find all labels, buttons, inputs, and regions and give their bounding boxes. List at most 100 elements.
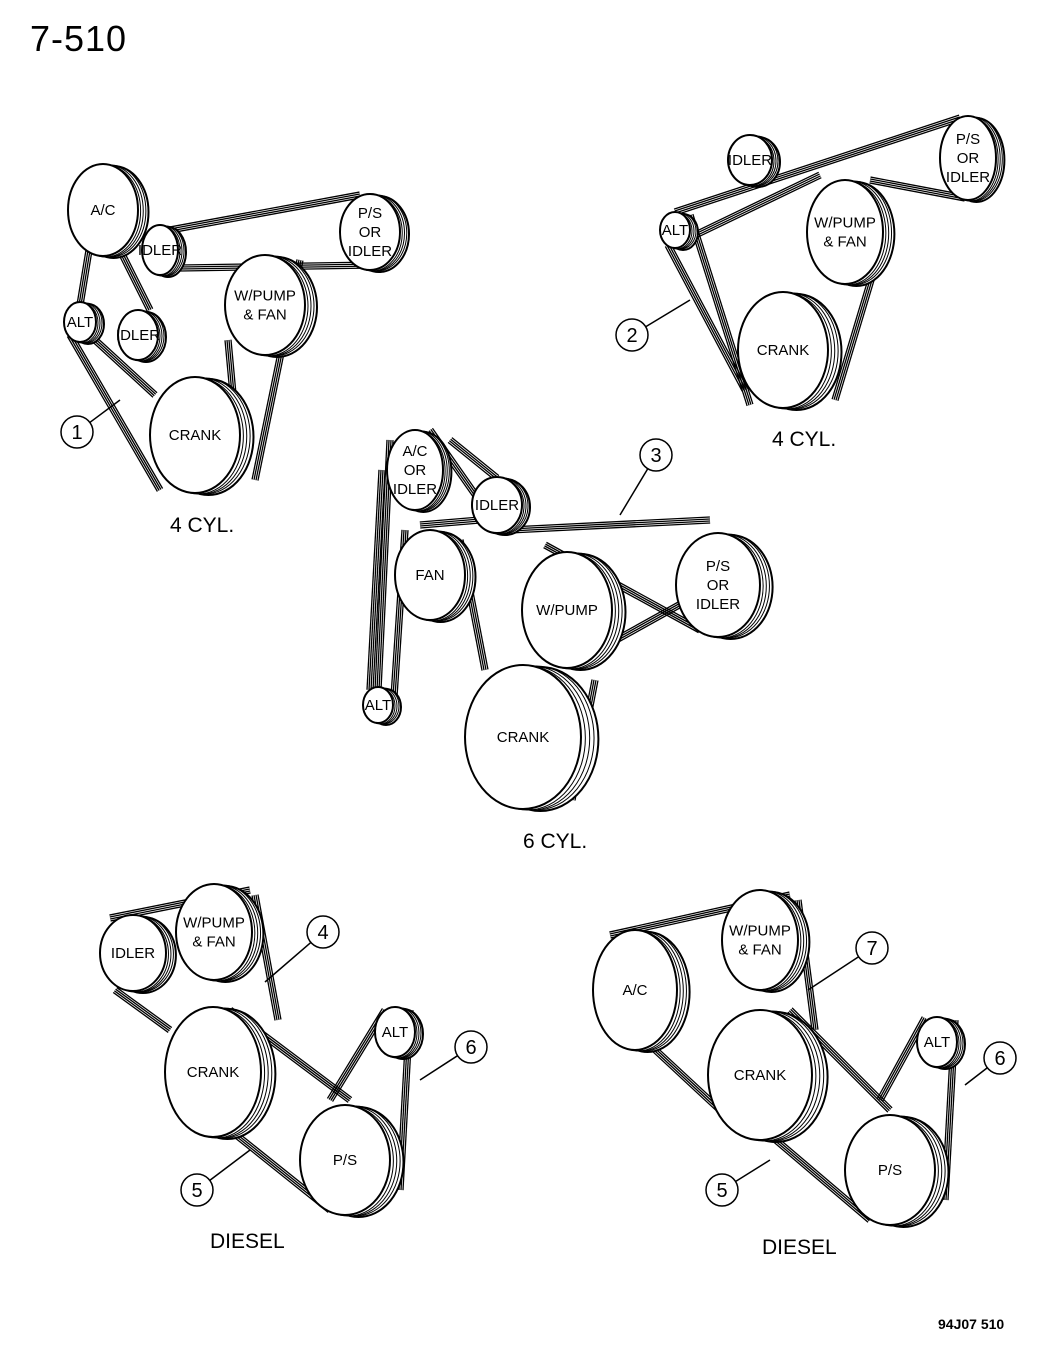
pulley: IDLER bbox=[138, 224, 187, 278]
callout-number: 6 bbox=[465, 1037, 476, 1059]
callout-number: 5 bbox=[191, 1180, 202, 1202]
pulley-label: IDLER bbox=[138, 242, 182, 259]
pulley: IDLER bbox=[727, 134, 781, 188]
pulley-label: ALT bbox=[662, 222, 688, 239]
drive-belt bbox=[509, 516, 711, 534]
callout-number: 3 bbox=[650, 445, 661, 467]
pulley-label: OR bbox=[359, 224, 382, 241]
pulley-label: W/PUMP bbox=[814, 215, 876, 232]
pulley: W/PUMP & FAN bbox=[224, 254, 318, 358]
drive-belt bbox=[447, 437, 500, 481]
pulley-label: IDLER bbox=[393, 481, 437, 498]
callout: 3 bbox=[619, 438, 673, 516]
pulley-label: A/C bbox=[622, 982, 647, 999]
pulley: IDLER bbox=[116, 309, 167, 363]
callout-number: 2 bbox=[626, 325, 637, 347]
callout-number: 1 bbox=[71, 422, 82, 444]
pulley-label: IDLER bbox=[728, 152, 772, 169]
pulley: W/PUMP& FAN bbox=[175, 883, 265, 983]
pulley-label: FAN bbox=[415, 567, 444, 584]
pulley: P/S OR IDLER bbox=[675, 532, 774, 640]
drive-belt bbox=[664, 243, 749, 392]
pulley-label: OR bbox=[404, 462, 427, 479]
pulley: A/C bbox=[67, 163, 150, 259]
callout-number: 6 bbox=[994, 1048, 1005, 1070]
callout: 5 bbox=[705, 1159, 771, 1207]
diagram-caption: DIESEL bbox=[210, 1230, 285, 1253]
belt-diagram: A/C OR IDLER IDLER FAN W/PUMP P/S OR IDLER ALT CRA… bbox=[362, 427, 774, 853]
pulley-label: ALT bbox=[382, 1024, 408, 1041]
figure-code: 94J07 510 bbox=[938, 1316, 1005, 1332]
callout: 5 bbox=[180, 1149, 251, 1207]
diagram-caption: 4 CYL. bbox=[772, 428, 836, 451]
drive-belt bbox=[869, 176, 966, 202]
pulley: IDLER bbox=[99, 914, 177, 994]
pulley: ALT bbox=[362, 686, 402, 726]
pulley: W/PUMP bbox=[521, 551, 627, 671]
pulley-label: ALT bbox=[67, 314, 93, 331]
drive-belt bbox=[92, 337, 158, 398]
pulley-label: P/S bbox=[956, 131, 980, 148]
pulley: CRANK bbox=[737, 291, 843, 411]
drive-belt bbox=[169, 191, 361, 234]
drive-belt bbox=[419, 516, 481, 529]
pulley: W/PUMP & FAN bbox=[806, 179, 896, 287]
pulley-label: OR bbox=[707, 577, 730, 594]
pulley-label: & FAN bbox=[243, 307, 286, 324]
pulley-label: CRANK bbox=[169, 427, 222, 444]
pulley: FAN bbox=[394, 529, 477, 623]
pulley: A/C OR IDLER bbox=[386, 429, 453, 513]
drive-belt bbox=[767, 1132, 873, 1223]
pulley-label: W/PUMP bbox=[183, 915, 245, 932]
drive-belt bbox=[366, 469, 386, 691]
pulley: P/S bbox=[299, 1104, 405, 1218]
pulley-label: W/PUMP bbox=[234, 288, 296, 305]
pulley: P/S OR IDLER bbox=[939, 115, 1006, 203]
pulley: ALT bbox=[916, 1016, 966, 1070]
pulley: CRANK bbox=[149, 376, 255, 496]
callout-number: 4 bbox=[317, 922, 328, 944]
pulley-label: IDLER bbox=[696, 596, 740, 613]
pulley-label: A/C bbox=[90, 202, 115, 219]
pulley-label: IDLER bbox=[475, 497, 519, 514]
pulley-label: IDLER bbox=[111, 945, 155, 962]
pulley-label: OR bbox=[957, 150, 980, 167]
callout: 7 bbox=[807, 931, 889, 991]
pulley: W/PUMP & FAN bbox=[721, 889, 811, 993]
pulley-label: IDLER bbox=[946, 169, 990, 186]
pulley-label: CRANK bbox=[187, 1064, 240, 1081]
callout: 4 bbox=[264, 915, 340, 983]
drive-belt bbox=[673, 114, 962, 216]
callout-number: 7 bbox=[866, 938, 877, 960]
pulley-label: P/S bbox=[706, 558, 730, 575]
pulley: ALT bbox=[374, 1006, 424, 1060]
page-number: 7-510 bbox=[30, 18, 128, 59]
pulley-label: ALT bbox=[365, 697, 391, 714]
pulley-label: P/S bbox=[878, 1162, 902, 1179]
callout-number: 5 bbox=[716, 1180, 727, 1202]
pulley-label: A/C bbox=[402, 443, 427, 460]
belt-diagram: IDLER P/S OR IDLER ALT W/PUMP & FAN CRANK 2 4 CYL… bbox=[615, 114, 1006, 451]
diagram-caption: 6 CYL. bbox=[523, 830, 587, 853]
pulley-label: & FAN bbox=[823, 234, 866, 251]
pulley-label: IDLER bbox=[116, 327, 160, 344]
callout: 2 bbox=[615, 299, 691, 352]
drive-belt bbox=[112, 987, 173, 1033]
diagram-caption: 4 CYL. bbox=[170, 514, 234, 537]
pulley-label: W/PUMP bbox=[729, 923, 791, 940]
callout: 6 bbox=[419, 1030, 488, 1081]
pulley: CRANK bbox=[164, 1006, 277, 1140]
diagram-caption: DIESEL bbox=[762, 1236, 837, 1259]
pulley-label: W/PUMP bbox=[536, 602, 598, 619]
pulley-label: CRANK bbox=[734, 1067, 787, 1084]
pulley-label: CRANK bbox=[757, 342, 810, 359]
pulley-label: & FAN bbox=[738, 942, 781, 959]
callout: 6 bbox=[964, 1041, 1017, 1086]
pulley: IDLER bbox=[471, 476, 531, 536]
pulley: CRANK bbox=[464, 664, 600, 812]
pulley-label: P/S bbox=[358, 205, 382, 222]
